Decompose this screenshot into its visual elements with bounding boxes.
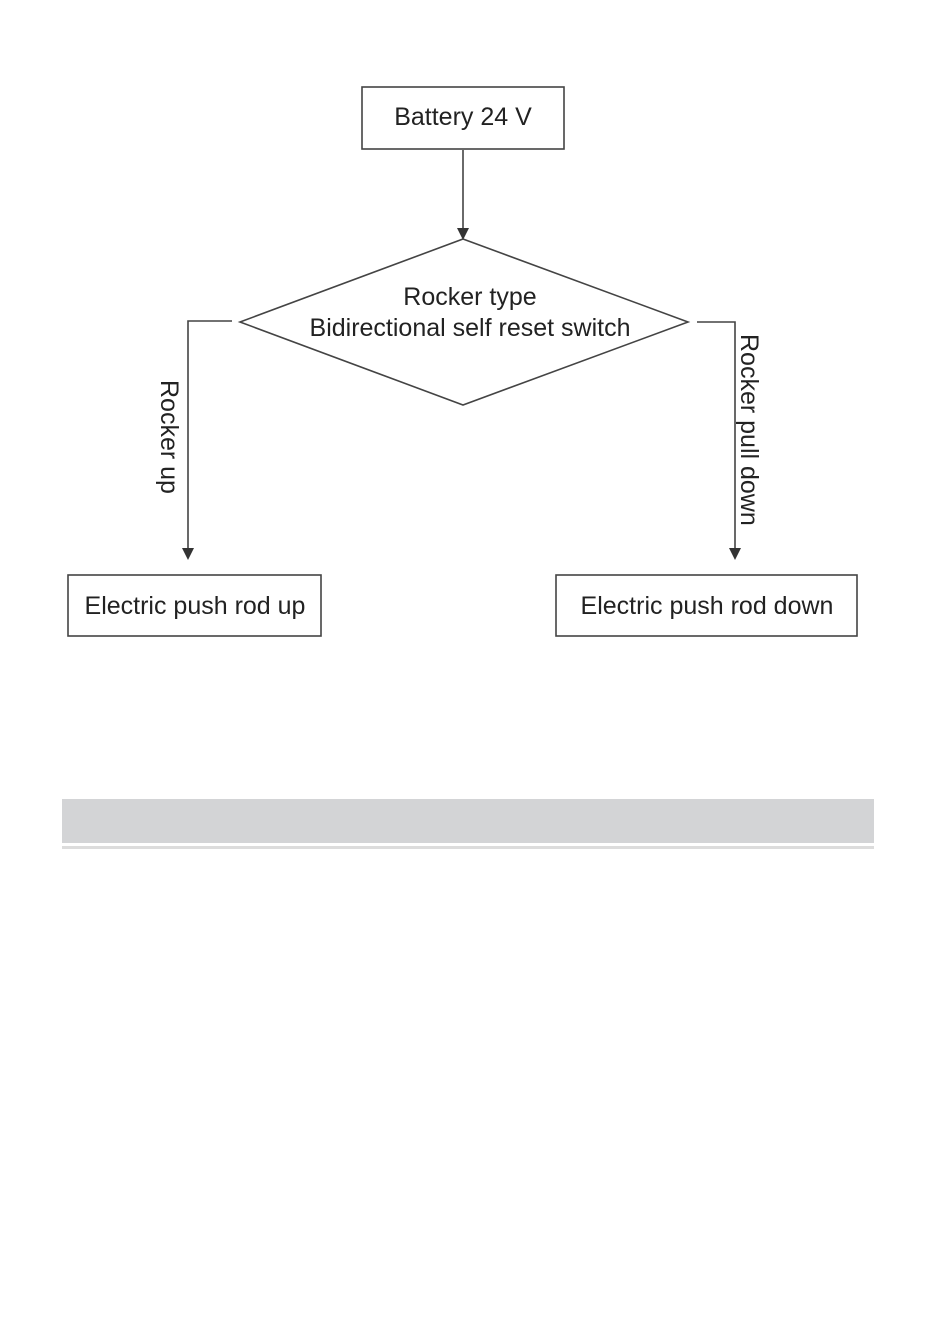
- edge-switch-to-push-down-arrowhead: [729, 548, 741, 560]
- edge-label-rocker-pull-down: Rocker pull down: [735, 334, 763, 526]
- switch-label-line1: Rocker type: [403, 283, 536, 311]
- push-down-node: Electric push rod down: [556, 575, 857, 636]
- edge-label-rocker-up: Rocker up: [155, 380, 183, 494]
- push-up-label: Electric push rod up: [85, 592, 306, 620]
- push-down-label: Electric push rod down: [581, 592, 834, 620]
- edge-switch-to-push-up-line: [188, 321, 232, 549]
- switch-label-line2: Bidirectional self reset switch: [310, 314, 631, 342]
- edge-switch-to-push-down-line: [697, 322, 735, 549]
- divider-rule: [62, 846, 874, 849]
- switch-node: Rocker type Bidirectional self reset swi…: [240, 239, 688, 405]
- battery-node: Battery 24 V: [362, 87, 564, 149]
- edge-switch-to-push-down: Rocker pull down: [697, 322, 763, 560]
- edge-battery-to-switch: [457, 150, 469, 240]
- gray-band: [62, 799, 874, 843]
- edge-switch-to-push-up-arrowhead: [182, 548, 194, 560]
- battery-label: Battery 24 V: [394, 103, 532, 131]
- push-up-node: Electric push rod up: [68, 575, 321, 636]
- edge-switch-to-push-up: Rocker up: [155, 321, 232, 560]
